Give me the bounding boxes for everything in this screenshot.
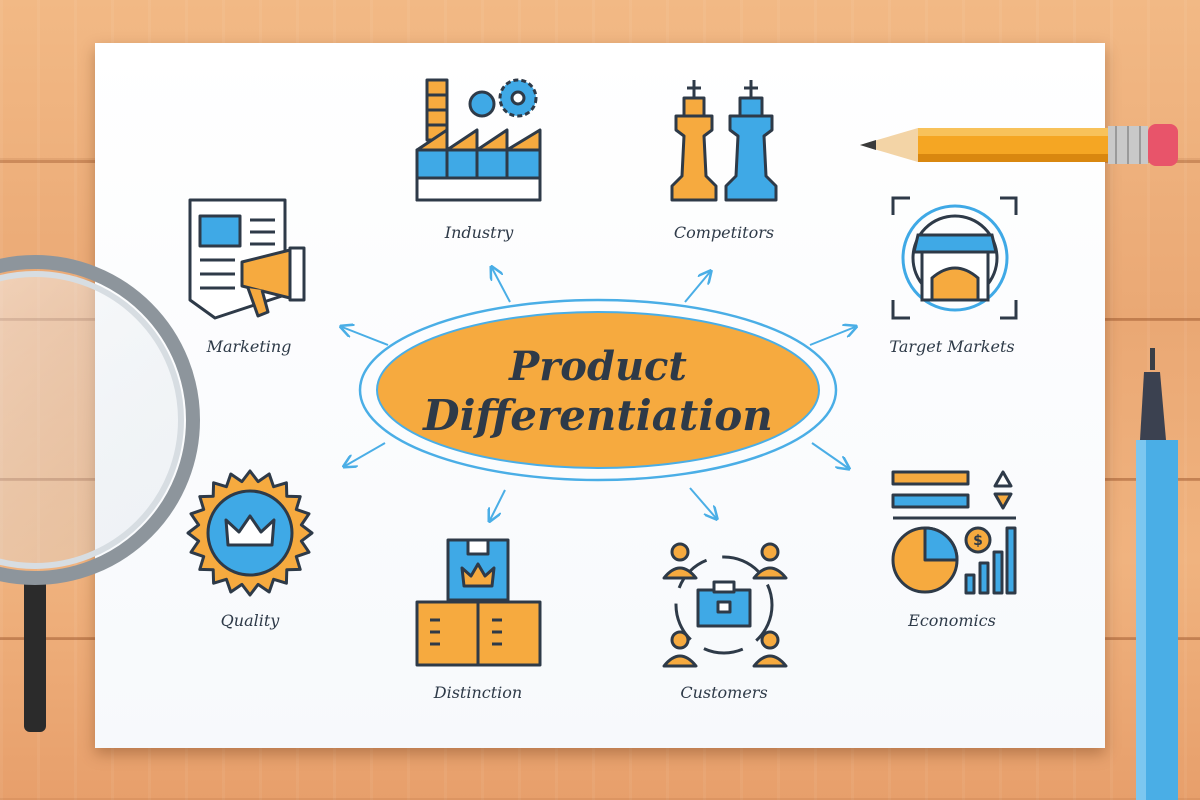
arrow-economics (811, 442, 848, 468)
arrow-target-markets (809, 327, 855, 346)
label-distinction: Distinction (433, 683, 522, 702)
pen-prop (1136, 348, 1178, 800)
megaphone-newspaper-icon (188, 198, 306, 320)
label-industry: Industry (444, 223, 514, 242)
crown-boxes-icon (415, 538, 542, 667)
center-ellipse (376, 311, 820, 469)
crown-badge-icon (186, 469, 314, 597)
pencil-prop (860, 124, 1178, 166)
economics-chart-icon: $ (891, 470, 1017, 595)
label-quality: Quality (221, 611, 281, 630)
arrow-customers (689, 487, 716, 518)
magnifying-glass-prop (0, 255, 200, 732)
shop-target-icon (891, 196, 1018, 320)
arrow-quality (345, 442, 386, 466)
arrow-marketing (342, 327, 389, 346)
center-node: Product Differentiation (358, 298, 838, 482)
arrow-distinction (490, 489, 506, 520)
factory-icon (415, 78, 542, 202)
arrow-industry (492, 268, 511, 303)
label-competitors: Competitors (674, 223, 774, 242)
dollar-icon: $ (973, 533, 983, 549)
label-customers: Customers (680, 683, 767, 702)
customers-briefcase-icon (662, 542, 788, 668)
outer-ring (358, 298, 838, 482)
label-marketing: Marketing (206, 337, 292, 356)
arrow-competitors (684, 272, 710, 303)
title-line-2: Differentiation (422, 391, 773, 440)
title-line-1: Product (508, 343, 687, 390)
label-target-markets: Target Markets (889, 337, 1014, 356)
connector-arrows (342, 268, 855, 520)
label-economics: Economics (907, 611, 996, 630)
chess-pieces-icon (670, 80, 778, 202)
